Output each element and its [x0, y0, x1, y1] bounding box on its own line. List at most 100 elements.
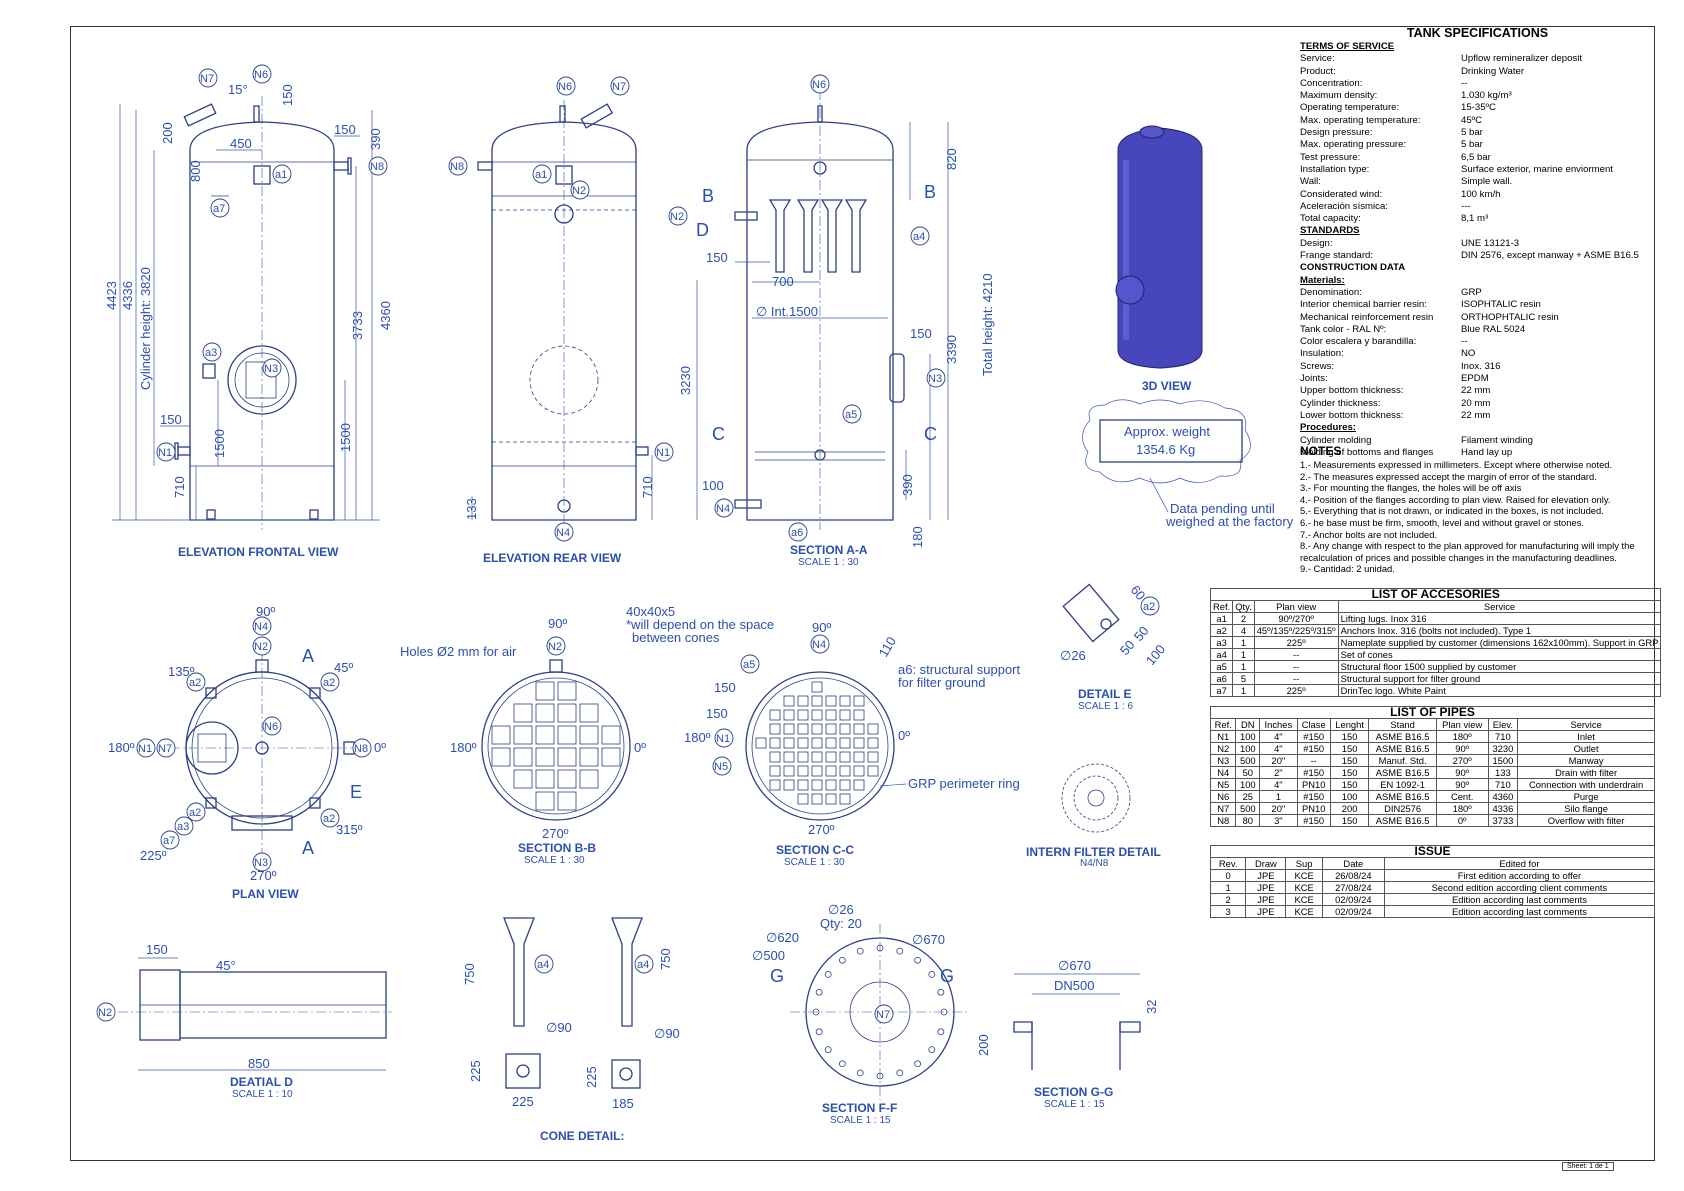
note-item: 7.- Anchor bolts are not included. — [1300, 528, 1438, 540]
table-cell: Drain with filter — [1517, 766, 1655, 779]
section-c-c: 90º 0º 180º 270º 150 150 110 a6: structu… — [684, 620, 1021, 868]
table-cell: #150 — [1296, 790, 1331, 803]
bolt-hole — [856, 947, 864, 955]
grid-cell — [535, 703, 555, 723]
sheet-number: Sheet: 1 de 1 — [1562, 1162, 1614, 1171]
elevation-rear-title: ELEVATION REAR VIEW — [483, 551, 622, 565]
table-cell: 4360 — [1487, 790, 1519, 803]
svg-text:N5: N5 — [714, 761, 728, 773]
bolt-hole — [896, 947, 904, 955]
table-cell: 5 — [1232, 672, 1255, 685]
terms-row: Installation type:Surface exterior, mari… — [1300, 164, 1655, 176]
table-cell: 1 — [1232, 648, 1255, 661]
table-cell: 02/09/24 — [1321, 905, 1385, 918]
materials-value: 22 mm — [1461, 409, 1491, 421]
materials-key: Insulation: — [1300, 348, 1344, 360]
terms-key: Design pressure: — [1300, 127, 1373, 139]
grid-cell — [811, 681, 823, 693]
table-cell: 4336 — [1487, 802, 1519, 815]
table-cell: -- — [1253, 648, 1339, 661]
dim-3230: 3230 — [678, 366, 693, 395]
svg-text:a5: a5 — [743, 659, 755, 671]
angle-note-3: between cones — [632, 630, 720, 645]
bubble-n3-aa: N3 — [926, 368, 946, 388]
dim-cylinder-height: Cylinder height: 3820 — [138, 267, 153, 390]
table-cell: PN10 — [1296, 802, 1331, 815]
dim-150-aa2: 150 — [910, 326, 932, 341]
standards-row: Frange standard:DIN 2576, except manway … — [1300, 250, 1655, 262]
grid-cell — [797, 723, 809, 735]
table-cell: Manway — [1517, 754, 1655, 767]
grid-cell — [535, 725, 555, 745]
dd-45: 45° — [216, 958, 236, 973]
weight-line2: 1354.6 Kg — [1136, 442, 1195, 457]
svg-text:N3: N3 — [264, 363, 278, 375]
table-cell: Edition according last comments — [1383, 893, 1656, 906]
section-arrow-b-left: B — [702, 186, 714, 206]
terms-row: Max. operating temperature:45ºC — [1300, 115, 1655, 127]
section-g-g-title: SECTION G-G — [1034, 1085, 1113, 1099]
materials-value: -- — [1461, 336, 1468, 348]
terms-key: Maximum density: — [1300, 90, 1378, 102]
bubble-n3: N3 — [262, 358, 282, 378]
terms-value: Drinking Water — [1461, 65, 1525, 77]
svg-text:N8: N8 — [354, 743, 368, 755]
table-header: Inches — [1259, 718, 1298, 731]
terms-key: Max. operating temperature: — [1300, 114, 1421, 126]
procedures-title: Procedures: — [1300, 422, 1356, 434]
table-cell: #150 — [1296, 742, 1331, 755]
materials-key: Cylinder thickness: — [1300, 397, 1381, 409]
standards-row: Design:UNE 13121-3 — [1300, 238, 1655, 250]
table-cell: 1 — [1232, 660, 1255, 673]
svg-text:N3: N3 — [928, 373, 942, 385]
section-arrow-a-bottom: A — [302, 838, 314, 858]
grid-cell — [601, 725, 621, 745]
terms-row: Concentration:-- — [1300, 78, 1655, 90]
grid-cell — [783, 765, 795, 777]
grid-cell — [811, 737, 823, 749]
dim-200: 200 — [160, 122, 175, 144]
bubble-n1: N1 — [156, 442, 176, 462]
grid-cell — [839, 723, 851, 735]
plan-270: 270º — [250, 868, 277, 883]
svg-text:a7: a7 — [163, 835, 175, 847]
dim-4336: 4336 — [120, 281, 135, 310]
svg-text:N6: N6 — [264, 721, 278, 733]
table-cell: 710 — [1487, 778, 1519, 791]
table-cell: KCE — [1285, 881, 1323, 894]
section-b-b-scale: SCALE 1 : 30 — [524, 855, 585, 866]
intern-filter-detail: INTERN FILTER DETAIL N4/N8 — [1026, 763, 1161, 869]
dd-150: 150 — [146, 942, 168, 957]
table-cell: N2 — [1209, 742, 1237, 755]
bubble-a2-se: a2 — [320, 808, 340, 828]
table-header: Draw — [1245, 857, 1287, 870]
plan-0: 0º — [374, 740, 386, 755]
table-cell: PN10 — [1296, 778, 1331, 791]
terms-value: 5 bar — [1461, 139, 1483, 151]
section-g-g: ∅670 DN500 32 200 SECTION G-G SCALE 1 : … — [976, 958, 1159, 1110]
dim-1500: 1500 — [338, 423, 353, 452]
bb-0: 0º — [634, 740, 646, 755]
de-50b: 50 — [1131, 623, 1152, 644]
table-cell: 270º — [1435, 754, 1489, 767]
bubble-a4-aa: a4 — [910, 226, 930, 246]
table-cell: 3733 — [1487, 814, 1519, 827]
table-cell: Outlet — [1517, 742, 1655, 755]
grid-cell — [853, 695, 865, 707]
cc-270: 270º — [808, 822, 835, 837]
terms-key: Service: — [1300, 53, 1335, 65]
table-cell: First edition according to offer — [1383, 869, 1656, 882]
grid-cell — [769, 709, 781, 721]
table-cell: ASME B16.5 — [1368, 730, 1437, 743]
table-cell: ASME B16.5 — [1368, 742, 1437, 755]
grid-cell — [825, 765, 837, 777]
dim-390-aa: 390 — [900, 474, 915, 496]
grid-cell — [513, 747, 533, 767]
table-cell: N5 — [1209, 778, 1237, 791]
